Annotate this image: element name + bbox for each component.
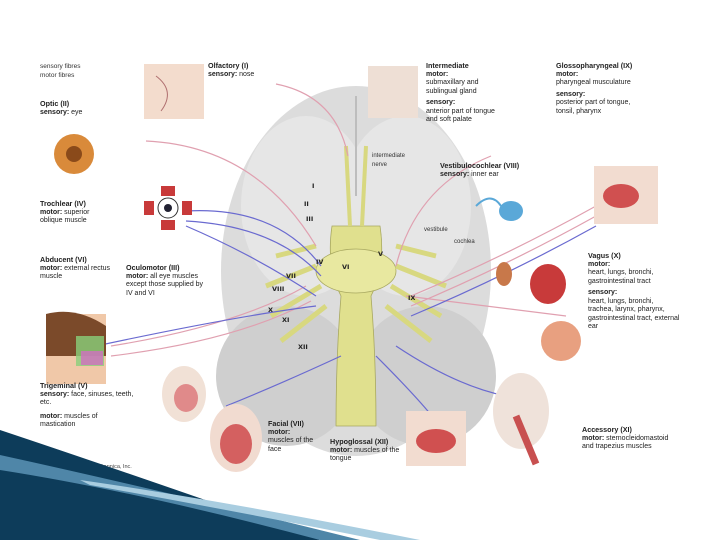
brainstem: [265, 145, 447, 427]
roman-label-10: X: [268, 306, 273, 314]
label-trigeminal: Trigeminal (V) sensory: face, sinuses, t…: [40, 381, 134, 428]
face-skin-sketch: [46, 311, 106, 384]
legend-sensory: sensory fibres: [40, 63, 81, 70]
roman-label-11: XI: [282, 316, 289, 324]
nose-sketch: [144, 64, 204, 119]
head-trigeminal-sketch: [162, 366, 206, 422]
label-vagus: Vagus (X) motor: heart, lungs, bronchi, …: [588, 251, 680, 330]
label-glossopharyngeal: Glossopharyngeal (IX) motor: pharyngeal …: [556, 61, 633, 115]
eye-muscles-sketch: [144, 186, 192, 230]
label-cochlea: cochlea: [454, 239, 475, 245]
label-vestibule: vestibule: [424, 227, 448, 233]
swoosh-light-band: [80, 480, 420, 540]
label-abducent: Abducent (VI) motor: external rectus mus…: [40, 255, 111, 280]
roman-label-1: I: [312, 182, 314, 190]
roman-label-5: V: [378, 250, 383, 258]
roman-label-4: IV: [316, 258, 323, 266]
sensory-fibre-lines: [110, 83, 597, 357]
head-intermediate-sketch: [368, 66, 418, 118]
roman-numeral-labels: I II III IV V VI VII VIII IX X XI XII: [268, 182, 415, 351]
roman-label-3: III: [306, 215, 313, 223]
roman-label-7: VII: [286, 272, 296, 280]
legend-motor: motor fibres: [40, 72, 75, 79]
label-trochlear: Trochlear (IV) motor: superior oblique m…: [40, 199, 90, 224]
label-intermediate-nerve: intermediate nerve: [372, 153, 406, 168]
roman-label-6: VI: [342, 263, 349, 271]
organs-sketch: [496, 262, 581, 361]
cranial-nerves-diagram: I II III IV V VI VII VIII IX X XI XII: [46, 64, 658, 472]
ear-sketch: [475, 197, 523, 221]
label-oculomotor: Oculomotor (III) motor: all eye muscles …: [126, 263, 204, 297]
face-muscles-sketch: [210, 404, 262, 472]
roman-label-2: II: [304, 200, 309, 208]
label-accessory: Accessory (XI) motor: sternocleidomastoi…: [582, 425, 669, 450]
label-facial: Facial (VII) motor: muscles of the face: [268, 419, 314, 453]
label-olfactory: Olfactory (I) sensory: nose: [208, 61, 255, 78]
roman-label-9: IX: [408, 294, 415, 302]
label-vestibulocochlear: Vestibulocochlear (VIII) sensory: inner …: [440, 161, 520, 178]
tongue-sketch: [406, 411, 466, 466]
neck-muscles-sketch: [493, 373, 549, 466]
label-optic: Optic (II) sensory: eye: [40, 99, 83, 116]
label-hypoglossal: Hypoglossal (XII) motor: muscles of the …: [330, 437, 400, 462]
roman-label-8: VIII: [272, 285, 284, 293]
eye-sketch: [54, 134, 94, 174]
roman-label-12: XII: [298, 343, 308, 351]
legend: sensory fibres motor fibres: [40, 62, 80, 80]
label-intermediate: Intermediate motor: submaxillary and sub…: [426, 61, 495, 123]
pharynx-sketch: [594, 166, 658, 224]
cranial-nerves-figure: I II III IV V VI VII VIII IX X XI XII se…: [36, 56, 688, 476]
